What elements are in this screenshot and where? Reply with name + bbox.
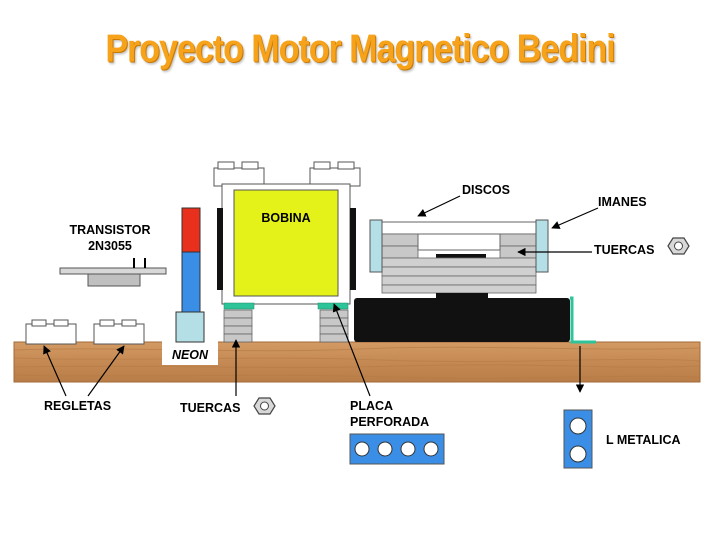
label-placa: PLACA	[350, 399, 393, 413]
hex-nut-bottom	[253, 397, 276, 415]
nut-stack-left	[223, 309, 253, 343]
annotation-arrows	[43, 195, 599, 397]
label-bobina: BOBINA	[261, 211, 310, 225]
label-transistor: TRANSISTOR	[69, 223, 150, 237]
placa-perforada	[349, 433, 445, 465]
label-neon: NEON	[172, 348, 209, 362]
l-metalica-part	[563, 409, 593, 469]
label-discos: DISCOS	[462, 183, 510, 197]
neon-lamp	[175, 207, 205, 343]
nut-stack-right	[319, 309, 349, 343]
label-transistor-model: 2N3055	[88, 239, 132, 253]
diagram-title: Proyecto Motor Magnetico Bedini	[105, 27, 615, 71]
label-l-metalica: L METALICA	[606, 433, 681, 447]
transistor	[59, 258, 167, 287]
label-imanes: IMANES	[598, 195, 647, 209]
hex-nut-right	[667, 237, 690, 255]
discos-assembly	[354, 219, 596, 344]
regleta-right	[93, 319, 145, 345]
label-tuercas-bottom: TUERCAS	[180, 401, 240, 415]
label-perforada: PERFORADA	[350, 415, 429, 429]
regleta-left	[25, 319, 77, 345]
label-tuercas-right: TUERCAS	[594, 243, 654, 257]
bobina-assembly	[213, 161, 361, 343]
label-regletas: REGLETAS	[44, 399, 111, 413]
